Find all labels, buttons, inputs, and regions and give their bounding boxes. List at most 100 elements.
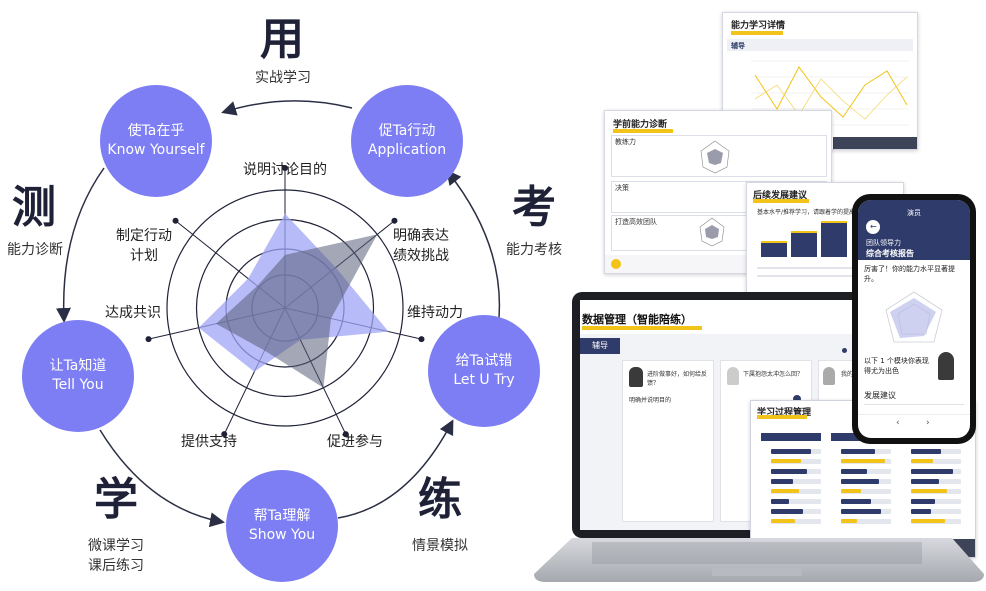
node-show-you: 帮Ta理解 Show You (226, 470, 338, 582)
process-bar (911, 519, 945, 523)
phone-avatar (938, 352, 954, 380)
laptop-task-1-title: 进阶做事好，如何给反馈？ (647, 371, 708, 387)
corner-practice-sub: 情景模拟 (412, 538, 468, 554)
process-bar (771, 479, 793, 484)
process-bar-track (911, 509, 961, 514)
doc-card-radar-3 (699, 217, 725, 247)
node-know-yourself-en: Know Yourself (107, 142, 205, 158)
radar-label-challenge: 明确表达绩效挑战 (378, 226, 464, 266)
phone-advice: 发展建议 (864, 391, 896, 400)
doc-card-suggestion-subtitle: 基本水平/推荐学习，请跟着学的提高为： (757, 209, 868, 216)
node-show-you-zh: 帮Ta理解 (253, 508, 311, 524)
corner-test-sub: 能力诊断 (7, 242, 63, 258)
phone-report-title: 综合考核报告 (866, 249, 914, 258)
phone-header: 演员 (907, 209, 921, 217)
process-bar (911, 489, 947, 493)
process-bar (771, 499, 789, 504)
radar-axis-dot-5 (221, 431, 228, 438)
radar-label-challenge-2: 绩效挑战 (393, 248, 449, 264)
process-bar-track (911, 459, 961, 464)
radar-axis-dot-6 (145, 336, 152, 343)
process-bar (841, 469, 867, 474)
doc-card-ability-detail-tab: 辅导 (731, 42, 745, 50)
process-bar (911, 449, 941, 454)
node-let-u-try-en: Let U Try (453, 372, 515, 388)
radar-label-purpose-1: 说明讨论目的 (243, 162, 327, 178)
cycle-diagram (55, 100, 501, 528)
radar-label-participation-1: 促进参与 (327, 434, 383, 450)
process-bar (841, 499, 871, 504)
corner-use-char: 用 (260, 14, 304, 65)
process-bar (911, 479, 939, 484)
process-bar (771, 469, 807, 474)
corner-learn-sub-1: 微课学习 (88, 538, 144, 554)
laptop-process-panel-title: 学习过程管理 (757, 408, 812, 418)
process-bar-track (771, 519, 821, 524)
process-bar-track (841, 519, 891, 524)
process-bar (771, 509, 803, 514)
phone-radar (885, 291, 943, 343)
doc-card-suggestion-title: 后续发展建议 (753, 191, 808, 201)
arc-bottom-right (337, 419, 454, 519)
phone-screen: 演员 ← 团队领导力 综合考核报告 厉害了！你的能力水平显著提升。 以下 1 个… (858, 200, 970, 438)
node-application-en: Application (367, 142, 447, 158)
laptop-task-2-title: 下属抱怨太冲怎么回？ (743, 371, 804, 378)
process-bar (911, 499, 935, 504)
doc-card-radar-1 (700, 140, 730, 174)
radar-label-consensus-1: 达成共识 (105, 305, 161, 321)
doc-card-section-decision: 决策 (615, 184, 629, 192)
radar-label-support-1: 提供支持 (181, 434, 237, 450)
node-tell-you: 让Ta知道 Tell You (22, 320, 134, 432)
phone-praise: 厉害了！你的能力水平显著提升。 (864, 265, 955, 283)
node-let-u-try-zh: 给Ta试错 (455, 353, 513, 369)
process-bar-track (911, 499, 961, 504)
process-bar (841, 509, 881, 514)
laptop-task-card-1[interactable]: 进阶做事好，如何给反馈？ 明确并说明目的 (622, 360, 714, 522)
radar-label-motivation: 维持动力 (398, 303, 472, 323)
arc-right (446, 169, 501, 329)
corner-test-char: 测 (12, 182, 56, 233)
radar-label-motivation-1: 维持动力 (407, 305, 463, 321)
node-application-zh: 促Ta行动 (378, 123, 436, 139)
corner-use-sub: 实战学习 (255, 70, 311, 86)
corner-exam-char: 考 (512, 182, 556, 233)
laptop-base (532, 538, 986, 584)
radar-axis-dot-1 (282, 165, 288, 171)
process-bar (771, 489, 799, 493)
corner-learn-sub: 微课学习 课后练习 (76, 536, 156, 576)
radar-axis-dot-4 (342, 431, 349, 438)
process-bar (771, 449, 811, 454)
doc-card-step-diagram (761, 221, 847, 257)
doc-card-section-coach: 教练力 (615, 138, 636, 146)
doc-card-pre-diagnosis-title: 学前能力诊断 (613, 120, 668, 130)
process-bar (771, 459, 801, 463)
back-icon[interactable] (866, 220, 880, 234)
arc-bottom-left (99, 429, 225, 528)
node-know-yourself-zh: 使Ta在乎 (127, 123, 185, 139)
process-bar-track (841, 489, 891, 494)
corner-practice-char: 练 (418, 474, 462, 525)
radar-axis-dot-2 (391, 217, 398, 224)
process-bar (771, 519, 795, 523)
phone-note: 以下 1 个模块你表现得尤为出色 (864, 357, 929, 375)
process-bar-track (771, 499, 821, 504)
radar-label-consensus: 达成共识 (96, 303, 170, 323)
laptop-task-3-title: 我的 (841, 371, 854, 378)
corner-practice: 练 (414, 478, 466, 522)
corner-test: 测 (8, 186, 60, 230)
process-bar (911, 509, 931, 514)
radar-series-2 (216, 234, 378, 388)
laptop-task-1-link[interactable]: 明确并说明目的 (629, 397, 672, 404)
corner-learn-char: 学 (94, 474, 138, 525)
radar-label-support: 提供支持 (172, 432, 246, 452)
process-bar-track (771, 479, 821, 484)
process-bar (841, 449, 875, 454)
laptop-title: 数据管理（智能陪练） (582, 313, 692, 326)
phone-nav-back-icon[interactable]: ‹ (896, 418, 900, 428)
radar-axis-dot-7 (172, 217, 179, 224)
process-bar (911, 459, 933, 463)
laptop-tab[interactable]: 辅导 (580, 338, 620, 354)
radar-label-action-plan-2: 计划 (130, 248, 158, 264)
phone-nav-forward-icon[interactable]: › (926, 418, 930, 428)
